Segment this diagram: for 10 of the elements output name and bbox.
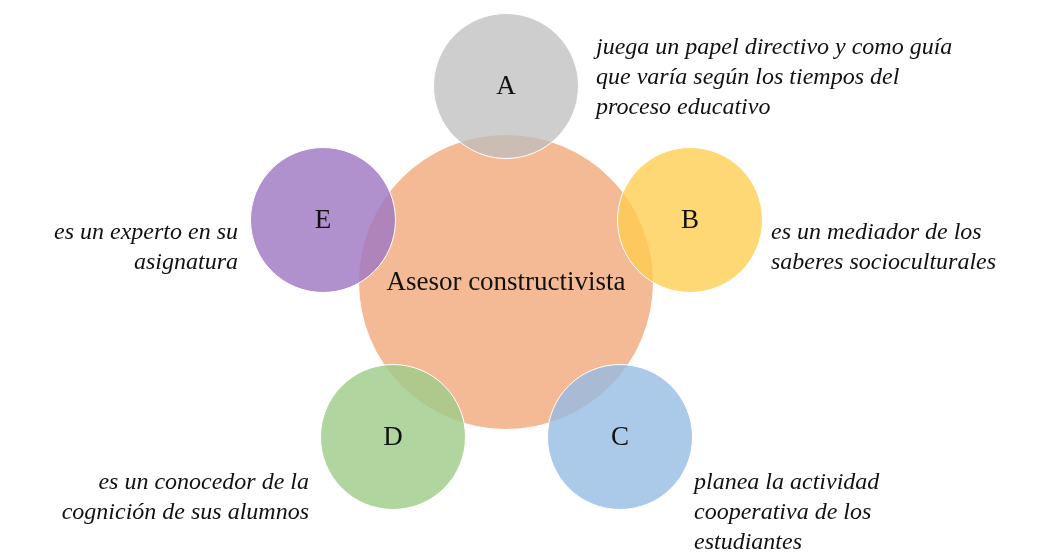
description-text: es un experto en su asignatura [53,217,238,276]
circle-letter: A [495,70,517,102]
circle-letter: C [610,421,630,453]
circle-letter: B [680,204,700,236]
description-text: es un conocedor de la cognición de sus alumnos [60,467,309,526]
description-text: es un mediador de los saberes socioculturales [771,217,998,276]
circle-letter: E [313,204,333,236]
center-label: Asesor constructivista [385,266,627,298]
circle-letter: D [382,421,404,453]
description-text: planea la actividad cooperativa de los estudiantes [694,467,881,556]
